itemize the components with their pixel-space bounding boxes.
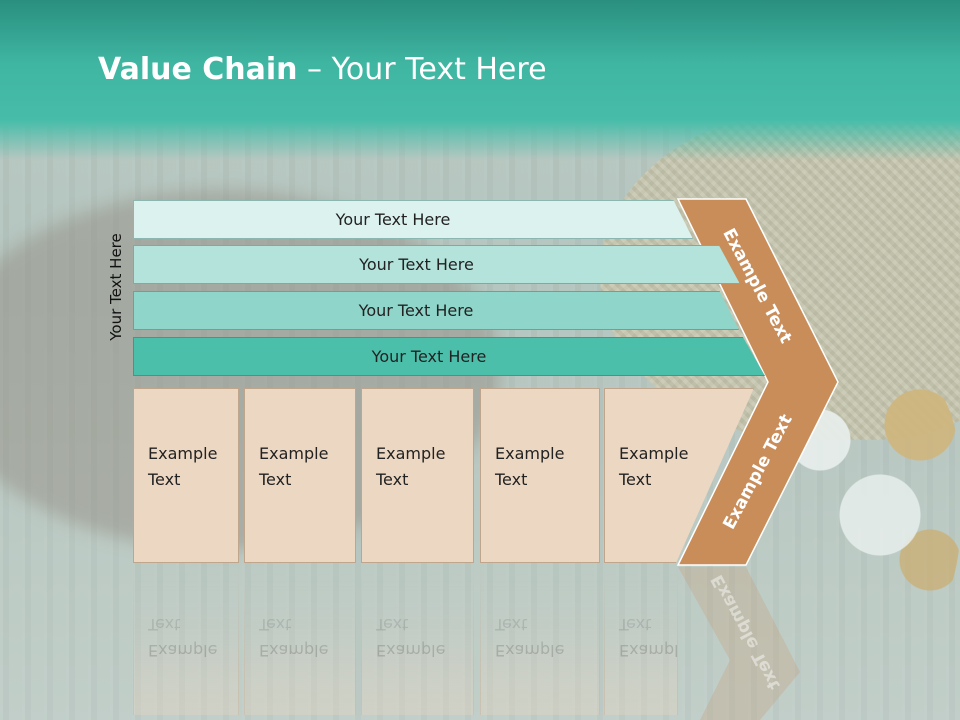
chevron-arrow: [676, 198, 839, 566]
title-bold: Value Chain: [98, 52, 298, 87]
column-1-line2: Text: [148, 470, 181, 489]
column-2-line2: Text: [259, 470, 292, 489]
column-2-reflection-line2: Text: [259, 615, 292, 634]
title-banner: [0, 0, 960, 160]
column-5-line1: Example: [619, 444, 689, 463]
column-5-reflection-line2: Text: [619, 615, 652, 634]
band-4: Your Text Here: [133, 337, 765, 376]
band-1-label: Your Text Here: [335, 210, 451, 229]
column-1-reflection-line2: Text: [148, 615, 181, 634]
column-4-reflection-line2: Text: [495, 615, 528, 634]
column-1-reflection: Example Text: [133, 565, 239, 715]
column-3-line1: Example: [376, 444, 446, 463]
column-2-line1: Example: [259, 444, 329, 463]
column-2-reflection-line1: Example: [259, 641, 329, 660]
band-2-label: Your Text Here: [359, 255, 474, 274]
band-3: Your Text Here: [133, 291, 739, 330]
column-5-reflection-line1: Example: [619, 641, 689, 660]
band-3-label: Your Text Here: [358, 301, 474, 320]
column-1-line1: Example: [148, 444, 218, 463]
slide-title: Value Chain – Your Text Here: [98, 52, 547, 87]
column-1-reflection-line1: Example: [148, 641, 218, 660]
column-3-reflection-line1: Example: [376, 641, 446, 660]
column-1: Example Text: [133, 388, 239, 563]
column-4-reflection: Example Text: [480, 565, 600, 715]
column-4-line1: Example: [495, 444, 565, 463]
column-4-line2: Text: [495, 470, 528, 489]
column-5-line2: Text: [619, 470, 652, 489]
column-4: Example Text: [480, 388, 600, 563]
chevron-reflection: [678, 567, 800, 720]
column-3-reflection-line2: Text: [376, 615, 409, 634]
column-2: Example Text: [244, 388, 356, 563]
column-3: Example Text: [361, 388, 474, 563]
column-4-reflection-line1: Example: [495, 641, 565, 660]
column-2-reflection: Example Text: [244, 565, 356, 715]
band-1: Your Text Here: [133, 200, 693, 239]
column-5-reflection: Example Text: [604, 565, 689, 715]
column-3-line2: Text: [376, 470, 409, 489]
column-3-reflection: Example Text: [361, 565, 474, 715]
title-rest: – Your Text Here: [297, 52, 547, 87]
band-2: Your Text Here: [133, 245, 740, 284]
band-4-label: Your Text Here: [371, 347, 487, 366]
